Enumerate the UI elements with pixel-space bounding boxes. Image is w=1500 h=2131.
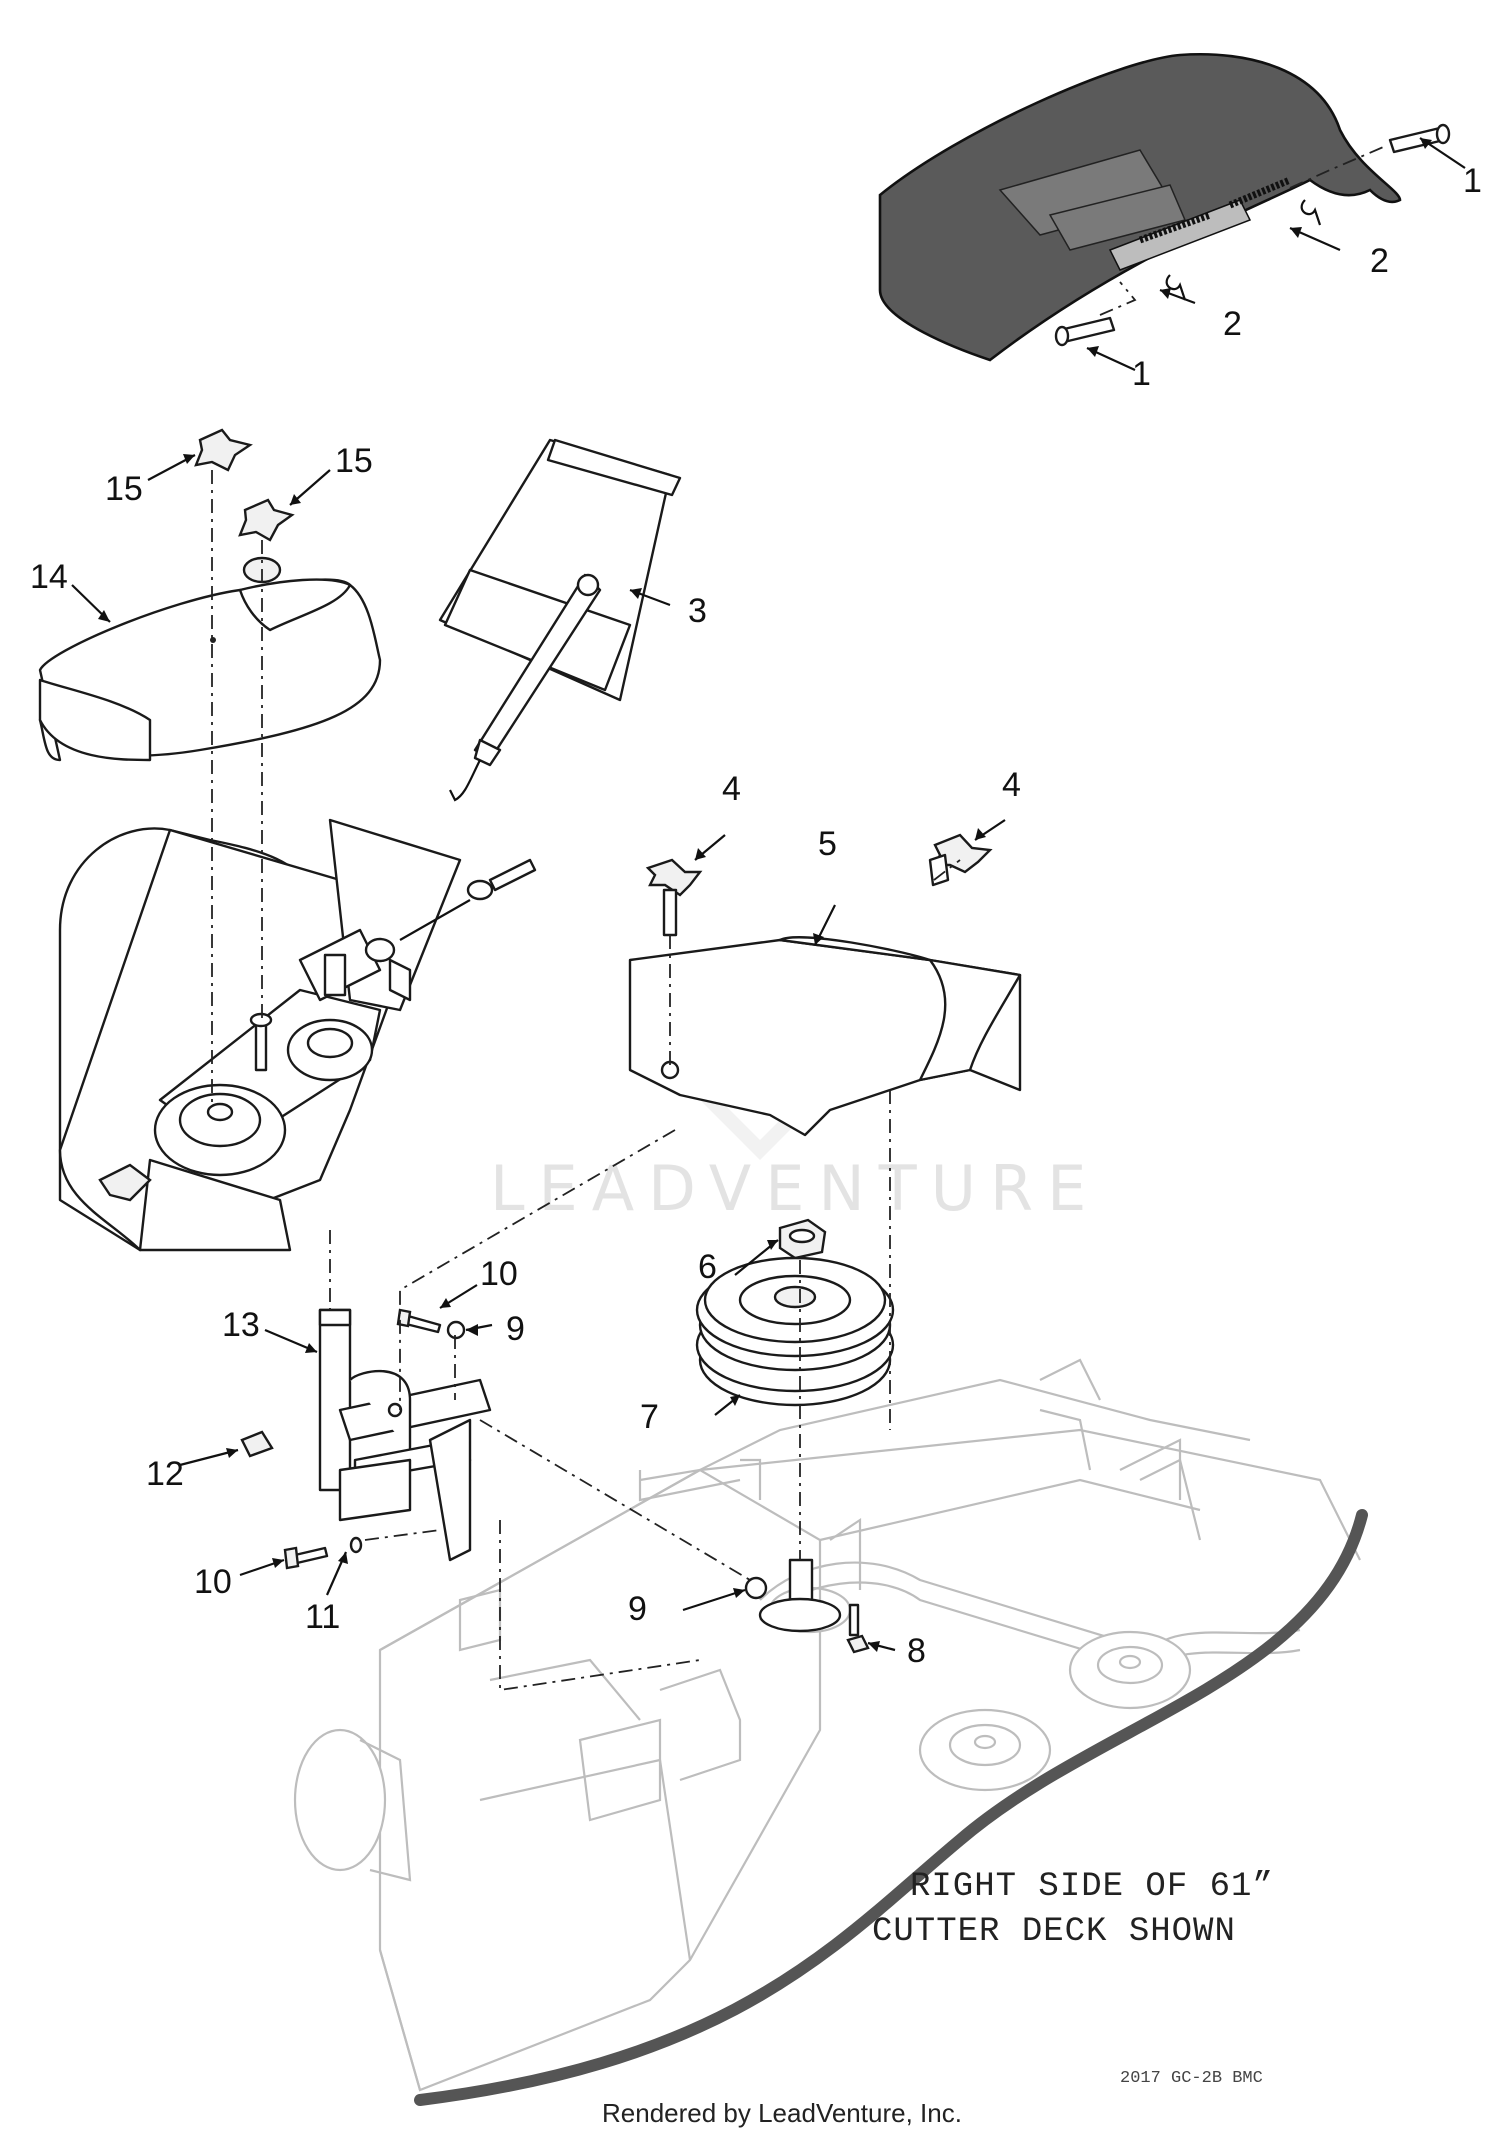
part-9-washer-b [744,1576,768,1600]
callout-10a: 10 [480,1255,518,1293]
drawing-code: 2017 GC-2B BMC [1120,2069,1263,2088]
part-3-chute-deflector [438,438,682,802]
note-line-1: RIGHT SIDE OF 61” [910,1868,1274,1906]
callout-11: 11 [305,1598,340,1636]
part-10-bolt-a [396,1308,442,1334]
cutter-deck [293,1358,1361,2092]
part-7-double-pulley [695,1256,895,1407]
callout-3: 3 [688,592,707,630]
callout-2a: 2 [1370,242,1389,280]
break-line [414,1509,1368,2106]
part-5-cover-plate [628,936,1022,1137]
part-14-belt-cover [38,556,382,762]
callout-10b: 10 [194,1563,232,1601]
assembly-guide-lines [211,470,961,1692]
part-15-knob-b [238,498,295,542]
part-8-spindle-nut [758,1558,870,1654]
callout-12: 12 [146,1455,184,1493]
callout-9b: 9 [628,1590,647,1628]
watermark-text: LEADVENTURE [490,1152,1100,1225]
part-15-knob-a [194,428,253,472]
callout-14: 14 [30,558,68,596]
part-9-washer-a [446,1320,466,1340]
callout-13: 13 [222,1306,260,1344]
callout-1b: 1 [1132,355,1151,393]
part-4-knob-b [928,833,993,887]
part-12-clip-nut [240,1430,274,1458]
part-13-idler-bracket [318,1308,492,1562]
callout-8: 8 [907,1632,926,1670]
callout-15a: 15 [105,470,143,508]
note-line-2: CUTTER DECK SHOWN [872,1913,1236,1951]
callout-1a: 1 [1463,162,1482,200]
part-4-knob-a [645,858,703,937]
arrow-heads [98,138,1432,1652]
footer-credit: Rendered by LeadVenture, Inc. [602,2098,962,2128]
callout-6: 6 [698,1248,717,1286]
callout-5: 5 [818,825,837,863]
part-10-bolt-b [283,1546,329,1570]
spindle-blower-housing [58,818,537,1252]
callout-9a: 9 [506,1310,525,1348]
part-11-lock-washer [349,1536,363,1554]
callout-4a: 4 [722,770,741,808]
callout-2b: 2 [1223,305,1242,343]
part-6-hex-nut [778,1218,827,1260]
callout-4b: 4 [1002,766,1021,804]
chute-door-assembly [878,53,1451,362]
callout-15b: 15 [335,442,373,480]
callout-7: 7 [640,1398,659,1436]
